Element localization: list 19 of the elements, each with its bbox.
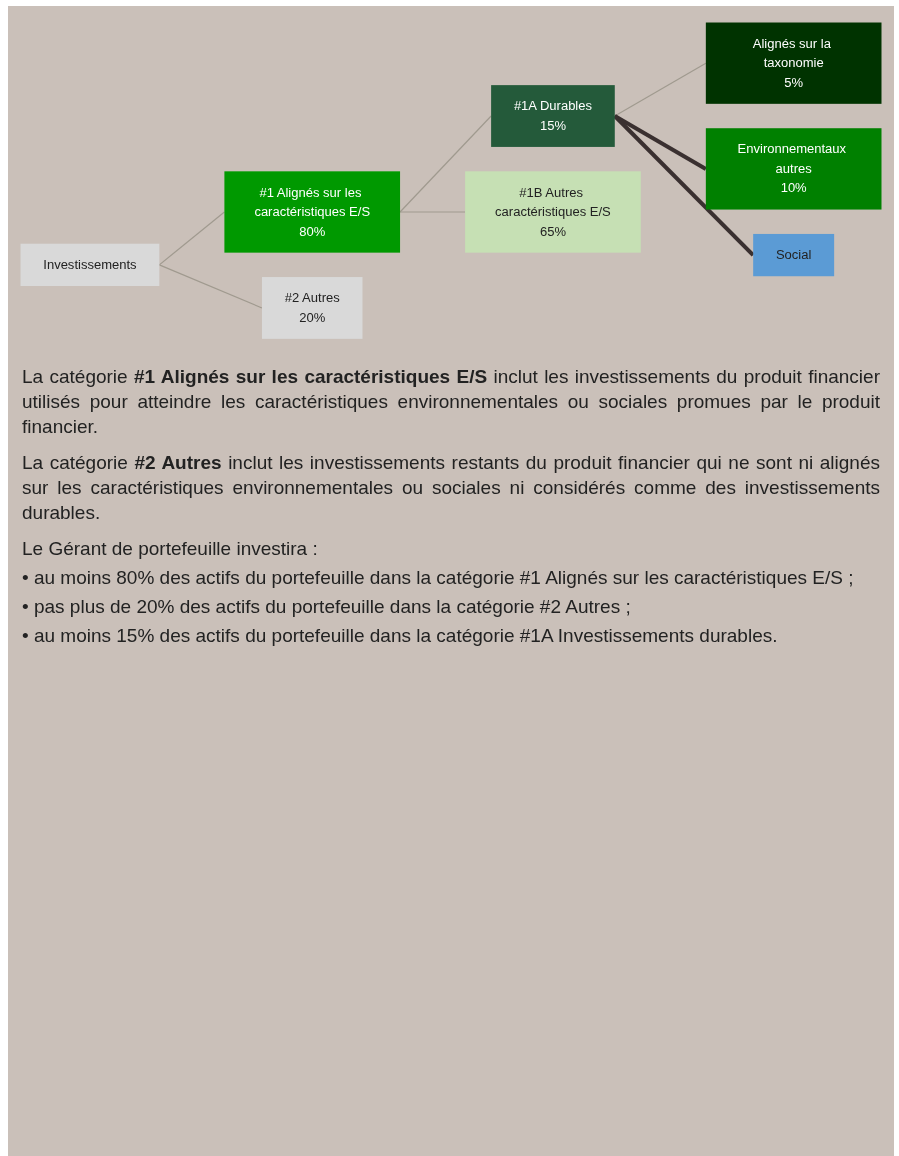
connector: [614, 62, 707, 117]
connector: [613, 114, 755, 257]
paragraph: La catégorie #1 Alignés sur les caractéristiques E/S inclut les investissements du produit financier utilisés pour atteindre les caractéristiques environnementales ou sociales promues par le produit financier.: [22, 365, 880, 439]
bullet-item: • au moins 15% des actifs du portefeuille dans la catégorie #1A Investissements durables.: [22, 623, 779, 648]
paragraph: La catégorie #2 Autres inclut les investissements restants du produit financier qui ne sont ni alignés sur les caractéristiques environnementales ou sociales ni considérés comme des investissements durables.: [22, 451, 880, 525]
node-box: Investissements: [20, 243, 160, 286]
connector: [158, 264, 263, 309]
connector: [399, 115, 492, 213]
node-box: Alignés sur la taxonomie 5%: [705, 22, 882, 104]
bullet-item: • pas plus de 20% des actifs du portefeuille dans la catégorie #2 Autres ;: [22, 594, 632, 619]
bullet-item: • au moins 80% des actifs du portefeuille dans la catégorie #1 Alignés sur les caractéristiques E/S ;: [22, 566, 855, 591]
node-box: #1A Durables 15%: [491, 85, 615, 147]
node-box: #2 Autres 20%: [261, 277, 363, 339]
paragraph: Le Gérant de portefeuille investira :: [22, 537, 319, 562]
node-box: #1B Autres caractéristiques E/S 65%: [465, 171, 641, 253]
node-box: #1 Alignés sur les caractéristiques E/S 80%: [224, 171, 401, 253]
connector: [158, 211, 225, 266]
node-box: Environnementaux autres 10%: [705, 128, 882, 210]
node-box: Social: [753, 233, 835, 277]
